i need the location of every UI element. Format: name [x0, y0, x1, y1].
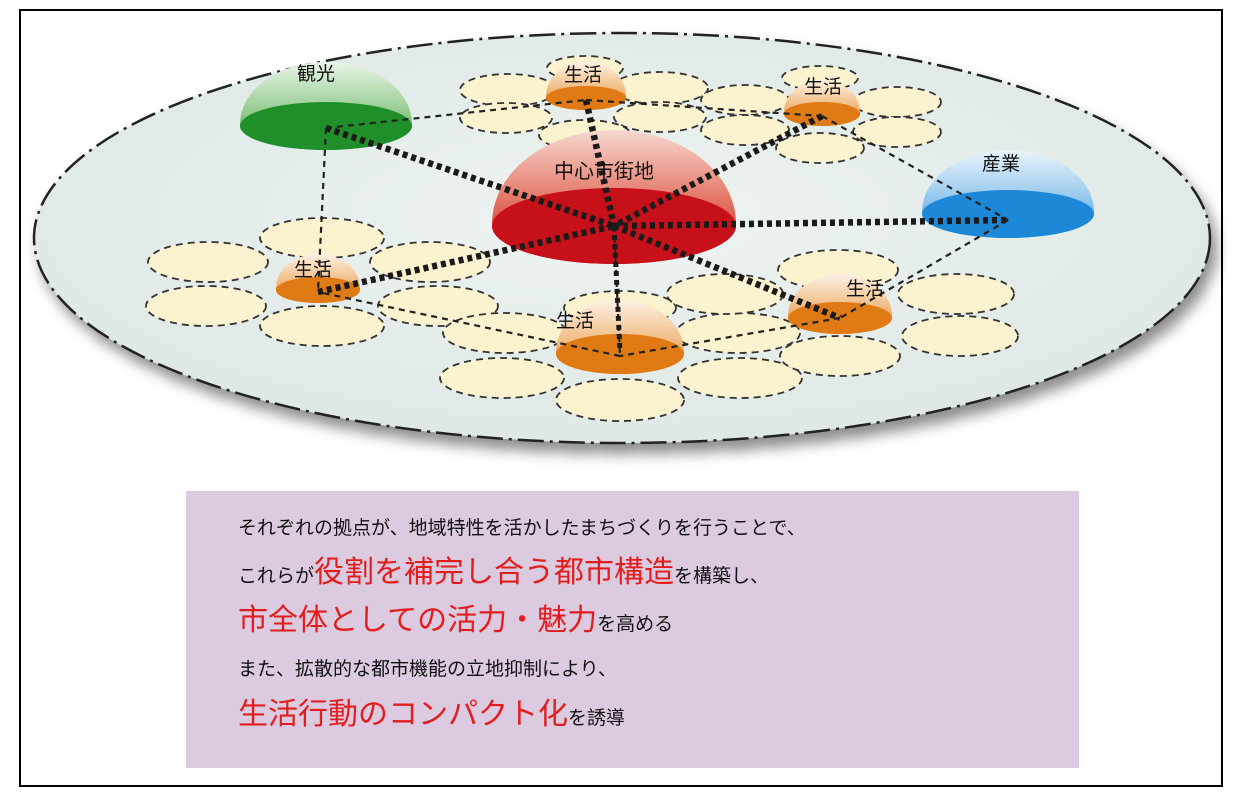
industry-dome [922, 150, 1094, 238]
cell [779, 335, 901, 377]
caption-line-5: 生活行動のコンパクト化を誘導 [238, 689, 625, 733]
caption-line-3-emphasis: 市全体としての活力・魅力 [238, 603, 598, 638]
caption-line-2: これらが役割を補完し合う都市構造を構築し、 [238, 547, 769, 591]
secondary-links [316, 98, 1009, 358]
residential-cells [145, 55, 1019, 422]
cell [147, 241, 269, 283]
tourism-dome [240, 62, 412, 150]
center-label: 中心市街地 [554, 159, 654, 183]
cell [897, 273, 1015, 315]
life-dome-top1 [546, 62, 626, 110]
main-links [317, 99, 1009, 322]
cell [439, 357, 565, 399]
caption-box: それぞれの拠点が、地域特性を活かしたまちづくりを行うことで、 これらが役割を補完… [186, 491, 1079, 768]
cell [259, 217, 385, 259]
cell [613, 101, 707, 133]
cell [611, 71, 709, 105]
cell [459, 73, 557, 107]
life-label-bottom: 生活 [556, 310, 594, 332]
life-label-left: 生活 [294, 259, 332, 281]
cell [677, 357, 803, 399]
caption-line-1: それぞれの拠点が、地域特性を活かしたまちづくりを行うことで、 [238, 517, 806, 539]
caption-line-5-emphasis: 生活行動のコンパクト化 [238, 697, 568, 732]
caption-line-3: 市全体としての活力・魅力を高める [238, 595, 673, 639]
caption-line-3-suffix: を高める [597, 613, 674, 635]
caption-line-2-prefix: これらが [238, 565, 315, 587]
cell [459, 102, 553, 134]
life-label-right: 生活 [846, 278, 884, 300]
caption-line-4: また、拡散的な都市機能の立地抑制により、 [238, 658, 617, 680]
cell [852, 86, 942, 118]
cell [555, 378, 685, 422]
life-dome-top2 [784, 80, 860, 126]
cell [852, 116, 942, 148]
caption-line-5-suffix: を誘導 [568, 707, 626, 729]
industry-label: 産業 [982, 153, 1020, 175]
life-label-top1: 生活 [564, 64, 602, 86]
cell [775, 132, 865, 164]
cell [259, 305, 385, 347]
cell [377, 285, 499, 327]
cell [666, 273, 784, 315]
cell [675, 312, 801, 354]
main-link-bottom [611, 225, 623, 353]
caption-line-2-suffix: を構築し、 [674, 565, 770, 587]
cell [901, 315, 1019, 357]
cell [700, 114, 790, 146]
life-label-top2: 生活 [804, 76, 842, 98]
tourism-label: 観光 [297, 63, 335, 85]
cell [145, 285, 267, 327]
caption-line-2-emphasis: 役割を補完し合う都市構造 [314, 555, 675, 590]
cell [442, 312, 568, 354]
cell [369, 241, 491, 283]
